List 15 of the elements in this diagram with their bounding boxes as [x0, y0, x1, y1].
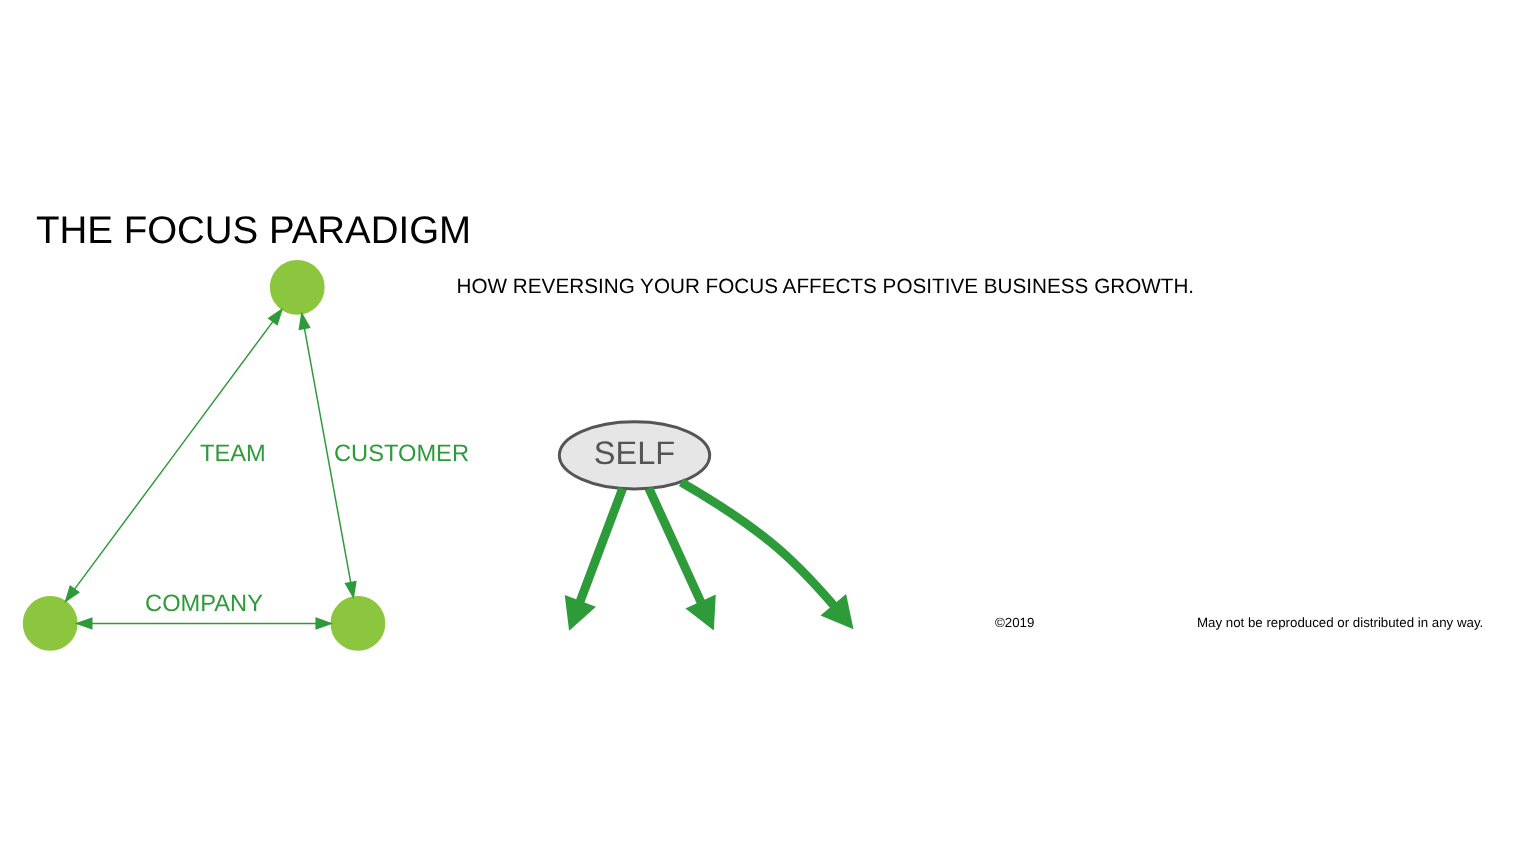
diagram-title: THE FOCUS PARADIGM [36, 210, 472, 253]
arrow [644, 486, 716, 631]
edge-label: TEAM [200, 438, 266, 467]
arrow [298, 311, 357, 600]
edge-label: COMPANY [145, 589, 263, 618]
arrow [678, 478, 854, 630]
arrow [564, 487, 627, 631]
node-circle [330, 596, 386, 651]
label: HOW REVERSING YOUR FOCUS AFFECTS POSITIVE BUSINESS GROWTH. [456, 276, 1195, 299]
node-ellipse: SELF [557, 420, 712, 491]
node-circle [269, 259, 325, 315]
node-circle [22, 596, 78, 651]
arrow [64, 307, 284, 603]
edge-label: CUSTOMER [334, 438, 470, 467]
arrow [74, 617, 334, 630]
